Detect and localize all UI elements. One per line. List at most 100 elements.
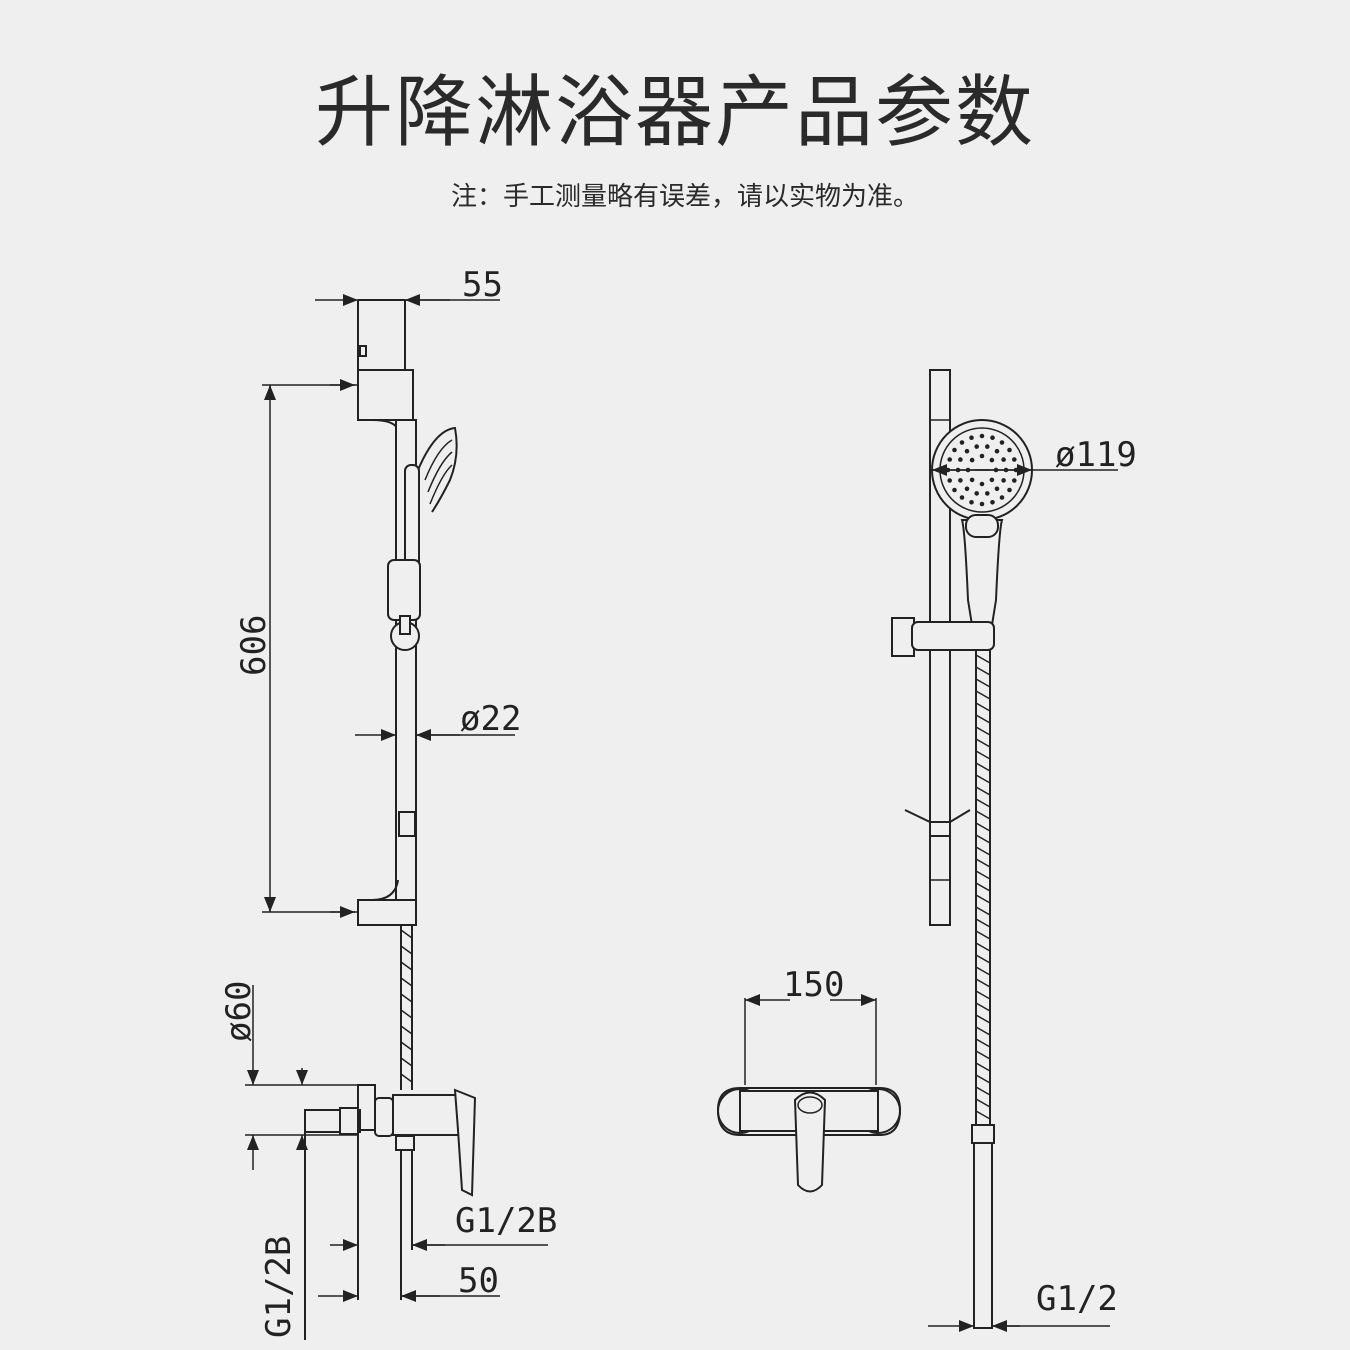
- hose-hatch: [975, 1050, 991, 1060]
- nozzle-dot: [952, 447, 957, 453]
- dim-top-offset: 55: [462, 265, 503, 305]
- hose-hatch: [975, 1014, 991, 1024]
- nozzle-dot: [959, 495, 965, 500]
- nozzle-dot: [979, 433, 985, 439]
- nozzle-dot: [1012, 457, 1017, 462]
- nozzle-dot: [969, 435, 974, 441]
- nozzle-dot: [979, 453, 985, 459]
- dim-wall-offset: 50: [458, 1261, 499, 1301]
- dim-outlet-thread: G1/2B: [455, 1201, 557, 1241]
- bottom-bracket: [357, 899, 417, 926]
- dim-head-diameter: ø119: [1055, 435, 1137, 475]
- front-slider-knob: [891, 617, 915, 657]
- dim-inlet-thread: G1/2B: [259, 1236, 299, 1338]
- nozzle-dot: [999, 495, 1005, 500]
- nozzle-dot: [994, 486, 1000, 492]
- nozzle-dot: [990, 435, 995, 441]
- nozzle-dot: [985, 491, 990, 496]
- nozzle-dot: [979, 481, 985, 487]
- hose-hatch: [975, 702, 991, 712]
- nozzle-dot: [947, 478, 952, 483]
- dim-rail-diameter: ø22: [460, 699, 521, 739]
- dim-hose-thread: G1/2: [1036, 1279, 1118, 1319]
- hose-hatch: [975, 894, 991, 904]
- nozzle-dot: [1007, 487, 1012, 493]
- spray-nozzles: [945, 433, 1019, 507]
- hose-hatch: [975, 918, 991, 928]
- top-bracket-block: [357, 369, 414, 421]
- hose-hatch: [975, 738, 991, 748]
- hose-hatch: [975, 798, 991, 808]
- dim-mixer-spacing: 150: [783, 965, 844, 1005]
- front-hook: [904, 809, 971, 837]
- hose-hatch: [975, 882, 991, 892]
- front-mixer-lever: [793, 1091, 827, 1193]
- dim-rail-length: 606: [234, 615, 274, 676]
- nozzle-dot: [958, 478, 963, 483]
- hose-hatch: [975, 1074, 991, 1084]
- nozzle-dot: [999, 440, 1005, 445]
- nozzle-dot: [985, 444, 990, 449]
- nozzle-dot: [964, 448, 970, 454]
- hose-hatch: [975, 750, 991, 760]
- hose-hatch: [975, 966, 991, 976]
- hose-hatch: [975, 858, 991, 868]
- nozzle-dot: [969, 477, 975, 483]
- nozzle-dot: [1001, 478, 1006, 483]
- hose-hatch: [975, 654, 991, 664]
- nozzle-dot: [964, 486, 970, 492]
- nozzle-dot: [1001, 457, 1006, 462]
- lower-clip: [398, 811, 416, 837]
- nozzle-dot: [1012, 478, 1017, 483]
- hose-hatch: [975, 1098, 991, 1108]
- measurement-note: 注：手工测量略有误差，请以实物为准。: [450, 182, 919, 212]
- hose-connector: [971, 1124, 995, 1144]
- dim-mixer-diameter: ø60: [219, 981, 259, 1042]
- front-slider: [911, 621, 995, 651]
- hose-hatch: [975, 690, 991, 700]
- hose-hatch: [975, 930, 991, 940]
- nozzle-dot: [969, 457, 975, 463]
- hose-hatch: [975, 762, 991, 772]
- hose-hatch: [975, 786, 991, 796]
- nozzle-dot: [989, 457, 995, 463]
- hose-hatch: [975, 1026, 991, 1036]
- hose-hatch: [975, 834, 991, 844]
- hand-shower-head: [417, 426, 458, 513]
- nozzle-dot: [990, 500, 995, 505]
- hose-hatch: [975, 1110, 991, 1120]
- hose-hatch: [975, 714, 991, 724]
- hose-hatch: [975, 774, 991, 784]
- nozzle-dot: [974, 444, 979, 449]
- hose-hatch: [975, 954, 991, 964]
- nozzle-dot: [979, 501, 985, 507]
- hose-hatch: [975, 906, 991, 916]
- hose-hatch: [975, 822, 991, 832]
- nozzle-dot: [994, 448, 1000, 454]
- hose-hatch: [975, 1062, 991, 1072]
- nozzle-dot: [952, 487, 957, 493]
- nozzle-dot: [1007, 447, 1012, 453]
- hose-hatch: [975, 1038, 991, 1048]
- hose-hatch: [975, 666, 991, 676]
- hose-hatch: [975, 990, 991, 1000]
- nozzle-dot: [947, 457, 952, 462]
- hose-hatch: [975, 978, 991, 988]
- nozzle-dot: [959, 440, 965, 445]
- front-view: ø119 150 G1/2: [716, 369, 1137, 1332]
- mixer-lever: [453, 1088, 477, 1197]
- hose-hatch: [975, 1086, 991, 1096]
- hose-hatch: [975, 726, 991, 736]
- side-view: 55 606 ø22 ø60: [219, 265, 557, 1340]
- hose-hatch: [975, 846, 991, 856]
- hose-hatch: [975, 678, 991, 688]
- hose-hatch: [975, 810, 991, 820]
- hose-hatch: [975, 1002, 991, 1012]
- hose-hatch: [975, 870, 991, 880]
- page-title: 升降淋浴器产品参数: [314, 68, 1035, 158]
- nozzle-dot: [969, 500, 974, 505]
- hose-hatch: [975, 942, 991, 952]
- nozzle-dot: [958, 457, 963, 462]
